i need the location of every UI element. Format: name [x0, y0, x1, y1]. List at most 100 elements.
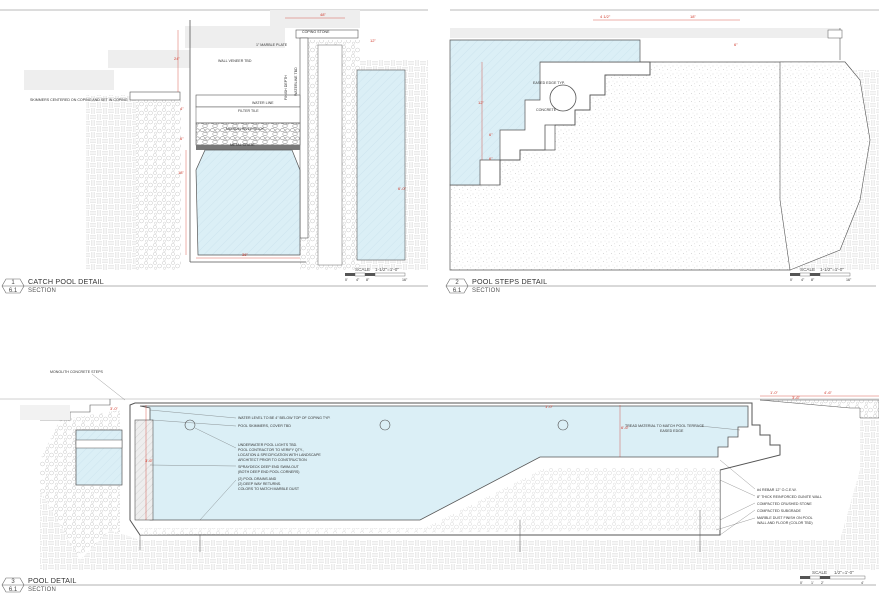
detail-title: CATCH POOL DETAIL — [28, 277, 104, 286]
note-water-level: WATER LEVEL TO BE 4" BELOW TOP OF COPING… — [238, 416, 330, 420]
detail-subtitle: SECTION — [28, 288, 56, 294]
detail-title: POOL STEPS DETAIL — [472, 277, 547, 286]
dimension-label: 4 1/2" — [600, 14, 611, 19]
pool-light — [184, 419, 196, 431]
scale-tick: 1' — [811, 581, 814, 585]
scale-tick: 4' — [861, 581, 864, 585]
svg-text:COLORS TO MATCH MARBLE DUST: COLORS TO MATCH MARBLE DUST — [238, 487, 300, 491]
scale-tick: 2' — [821, 581, 824, 585]
dimension-label: 4" — [180, 106, 184, 111]
dimension-label: 6" — [489, 156, 493, 161]
scale-value: 1-1/2"=1'-0" — [375, 267, 399, 272]
scale-tick: 8" — [366, 278, 370, 282]
svg-text:POOL CONTRACTOR TO VERIFY QTY.: POOL CONTRACTOR TO VERIFY QTY., — [238, 448, 304, 452]
detail-number: 1 — [11, 280, 15, 286]
dimension-label: 4'-6" — [824, 390, 833, 395]
scale-tick: 0' — [800, 581, 803, 585]
terrace-block — [24, 70, 114, 90]
earth-fill — [40, 420, 879, 570]
gunite-wall — [134, 419, 154, 521]
pool-light — [379, 419, 391, 431]
scale-value: 1-1/2"=1'-0" — [820, 267, 844, 272]
detail-title-block: 1 6.1 CATCH POOL DETAIL SECTION SCALE 1-… — [1, 267, 428, 294]
svg-text:LOCATION & SPECIFICATION WITH: LOCATION & SPECIFICATION WITH LANDSCAPE — [238, 453, 321, 457]
scale-tick: 16" — [402, 278, 408, 282]
step-profile — [499, 61, 651, 185]
metal-grate — [196, 145, 300, 150]
dimension-label: 6" — [734, 42, 738, 47]
dimension-label: 12" — [478, 100, 484, 105]
note-rebar: #4 REBAR 12" O.C.E.W. — [757, 488, 797, 492]
note-eased-edge: EASED EDGE TYP. — [533, 81, 565, 85]
note-monolith-steps: MONOLITH CONCRETE STEPS — [50, 370, 104, 374]
scale-tick: 0' — [345, 278, 348, 282]
detail-title: POOL DETAIL — [28, 576, 77, 585]
pool-water — [139, 405, 749, 521]
dimension-label: 3'-0" — [110, 406, 119, 411]
wall-veneer — [299, 37, 309, 239]
svg-text:TREAD MATERIAL TO MATCH POOL T: TREAD MATERIAL TO MATCH POOL TERRACE — [625, 424, 705, 428]
note-finish-depth: FINISH DEPTH — [284, 75, 288, 100]
note-subgrade: COMPACTED SUBGRADE — [757, 509, 801, 513]
earth-fill — [86, 95, 136, 270]
dimension-label: 3'-6" — [145, 458, 154, 463]
pool-steps-detail: EASED EDGE TYP. CONCRETE 4 1/2" 18" 12" … — [445, 9, 879, 294]
svg-text:EASED EDGE: EASED EDGE — [660, 429, 684, 433]
dimension-label: 6'-6" — [621, 425, 630, 430]
note-marble-plate: 1" MARBLE PLATE — [256, 43, 288, 47]
note-concrete: CONCRETE — [536, 108, 557, 112]
catch-pool-detail: COPING STONE 1" MARBLE PLATE WALL VENEER… — [0, 9, 428, 294]
note-marble-dust: MARBLE DUST FINISH ON POOL WALL AND FLOO… — [757, 516, 813, 525]
svg-text:WALL AND FLOOR (COLOR TBD): WALL AND FLOOR (COLOR TBD) — [757, 521, 813, 525]
scale-tick: 0' — [790, 278, 793, 282]
note-gunite-wall: 8" THICK REINFORCED GUNITE WALL — [757, 495, 822, 499]
coping-stone — [295, 29, 359, 39]
pool-wall-section — [356, 69, 406, 261]
scale-label: SCALE — [355, 267, 370, 272]
pool-section-detail: MONOLITH CONCRETE STEPS WATER LEVEL TO B… — [0, 370, 879, 593]
coping-band — [450, 28, 840, 38]
scale-tick: 16" — [846, 278, 852, 282]
scale-tick: 4" — [356, 278, 360, 282]
detail-title-block: 3 6.1 POOL DETAIL SECTION SCALE 1/2"=1'-… — [1, 570, 876, 593]
skimmer-cap — [129, 91, 181, 101]
svg-text:(2) POOL DRAINS AND: (2) POOL DRAINS AND — [238, 477, 277, 481]
detail-number: 2 — [455, 280, 459, 286]
scale-value: 1/2"=1'-0" — [834, 570, 854, 575]
detail-title-block: 2 6.1 POOL STEPS DETAIL SECTION SCALE 1-… — [445, 267, 876, 294]
concrete-core-circle — [549, 84, 577, 112]
note-coping: COPING STONE — [302, 30, 330, 34]
dimension-label: 18" — [178, 170, 184, 175]
dimension-label: 36" — [242, 252, 248, 257]
pool-light — [557, 419, 569, 431]
scale-label: SCALE — [812, 570, 827, 575]
sheet-number: 6.1 — [9, 288, 18, 294]
note-spray-deep: SPRAYDECK DEEP END SWIM-OUT (BOTH DEEP E… — [238, 465, 300, 474]
scale-tick: 4" — [801, 278, 805, 282]
note-tread-material: TREAD MATERIAL TO MATCH POOL TERRACE EAS… — [625, 424, 705, 433]
terrace-block — [185, 26, 285, 48]
dimension-label: 48" — [320, 12, 326, 17]
note-river-rock: MEDIUM RIVER ROCK — [226, 127, 265, 131]
dimension-label: 1'-0" — [545, 404, 554, 409]
dimension-label: 1'-0" — [770, 390, 779, 395]
note-wall-veneer: WALL VENEER TBD — [218, 59, 252, 63]
note-crushed-stone: COMPACTED CRUSHED STONE — [757, 502, 812, 506]
detail-subtitle: SECTION — [28, 587, 56, 593]
note-skimmers: SKIMMERS CENTERED ON COPING AND SET IN C… — [30, 98, 128, 102]
sheet-number: 6.1 — [9, 587, 18, 593]
gravel-fill — [136, 100, 181, 270]
svg-text:ARCHITECT PRIOR TO CONSTRUCTIO: ARCHITECT PRIOR TO CONSTRUCTION — [238, 458, 307, 462]
note-metal-grate: METAL GRATE — [230, 143, 255, 147]
wall-veneer — [317, 44, 343, 266]
dimension-label: 12" — [370, 38, 376, 43]
terrace-block — [108, 50, 190, 68]
terrace-block — [270, 10, 360, 28]
dimension-label: 6" — [180, 136, 184, 141]
svg-text:UNDERWATER POOL LIGHTS TBD.: UNDERWATER POOL LIGHTS TBD. — [238, 443, 297, 447]
dimension-label: 6" — [489, 132, 493, 137]
note-water-line: WATER LINE — [252, 101, 274, 105]
dimension-label: 18" — [690, 14, 696, 19]
detail-subtitle: SECTION — [472, 288, 500, 294]
